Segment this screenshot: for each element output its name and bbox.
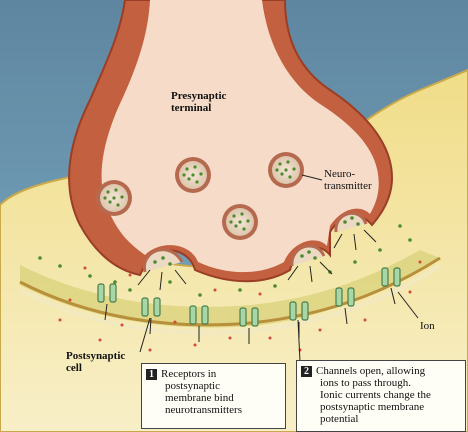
caption-1-line: neurotransmitters bbox=[146, 404, 281, 416]
terminal-label-line: terminal bbox=[171, 102, 226, 114]
caption-1-line: postsynaptic bbox=[146, 380, 281, 392]
caption-step-2: 2 Channels open, allowing ions to pass th… bbox=[296, 360, 466, 432]
caption-2-line: potential bbox=[301, 413, 461, 425]
presynaptic-label-line: Presynaptic bbox=[171, 90, 226, 102]
step-2-number: 2 bbox=[301, 366, 312, 377]
caption-step-1: 1 Receptors in postsynaptic membrane bind… bbox=[141, 363, 286, 429]
caption-2-line: postsynaptic membrane bbox=[301, 401, 461, 413]
caption-2-line: Ionic currents change the bbox=[301, 389, 461, 401]
postsynaptic-cell-label: Postsynaptic cell bbox=[66, 350, 125, 374]
caption-1-line: membrane bind bbox=[146, 392, 281, 404]
ion-label: Ion bbox=[420, 320, 435, 332]
presynaptic-terminal-label: Presynaptic terminal bbox=[171, 90, 226, 114]
step-1-number: 1 bbox=[146, 369, 157, 380]
neurotransmitter-label: Neuro- transmitter bbox=[324, 168, 372, 192]
caption-1-line: Receptors in bbox=[161, 368, 216, 380]
caption-2-line: ions to pass through. bbox=[301, 377, 461, 389]
postsynaptic-label-line: Postsynaptic bbox=[66, 350, 125, 362]
neurotransmitter-label-line-2: transmitter bbox=[324, 180, 372, 192]
neurotransmitter-label-line-1: Neuro- bbox=[324, 168, 372, 180]
caption-2-line: Channels open, allowing bbox=[316, 365, 425, 377]
cell-label-line: cell bbox=[66, 362, 125, 374]
